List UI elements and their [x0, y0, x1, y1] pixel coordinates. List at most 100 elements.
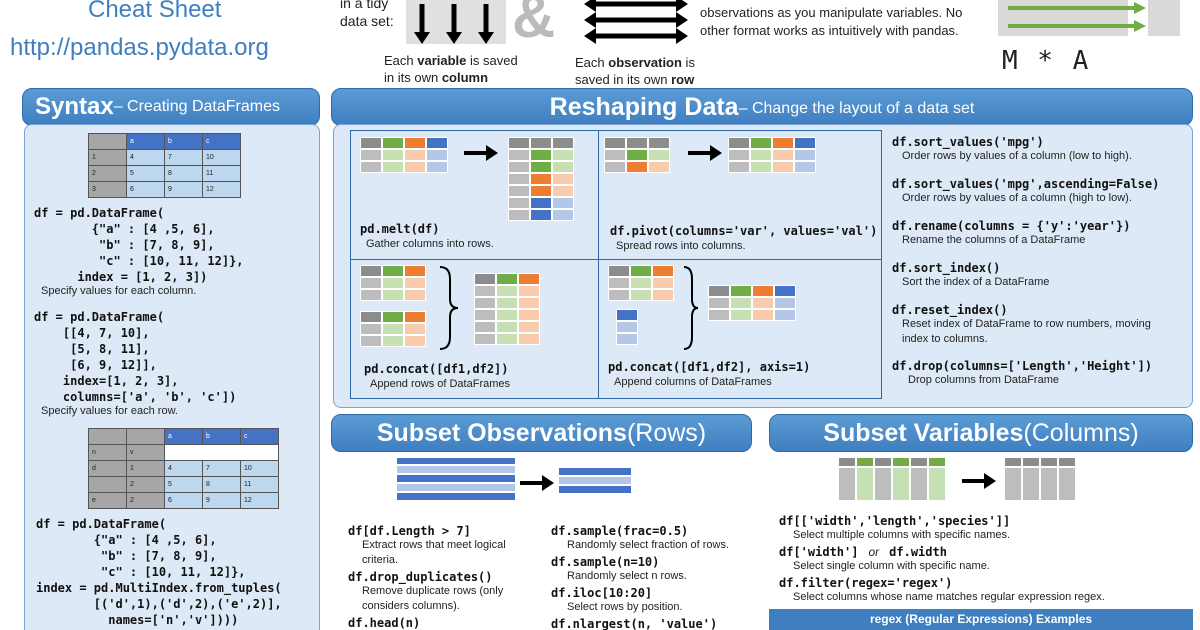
method-code: df.sort_index() [892, 261, 1001, 275]
syntax-title: Syntax [35, 93, 114, 120]
method-code: df.sort_values('mpg',ascending=False) [892, 177, 1160, 191]
code-dataframe-multiindex: df = pd.DataFrame( {"a" : [4 ,5, 6], "b"… [36, 517, 282, 627]
observation-caption: Each observation is saved in its own row [575, 55, 695, 87]
right-arrow-icon [520, 475, 554, 491]
method-desc: Remove duplicate rows (only considers co… [362, 585, 504, 612]
table-cell: v [126, 444, 165, 461]
table-cell [88, 428, 127, 445]
table-header: a [164, 428, 203, 445]
table-cell: 6 [164, 492, 203, 509]
method-code: df.head(n) [348, 616, 421, 630]
method-desc: Reset index of DataFrame to row numbers,… [902, 318, 1151, 345]
table-cell: 11 [240, 476, 279, 493]
concat-rows-code: pd.concat([df1,df2]) [364, 362, 509, 376]
table-cell: d [88, 460, 127, 477]
method-item: df.sort_index()Sort the index of a DataF… [892, 261, 1188, 303]
method-code: df.iloc[10:20] [551, 586, 653, 600]
method-code: df.nlargest(n, 'value') [551, 617, 718, 630]
table-cell: 10 [202, 149, 241, 166]
table-cell: 12 [240, 492, 279, 509]
method-code: df.drop_duplicates() [348, 570, 493, 584]
code-dataframe-rows: df = pd.DataFrame( [[4, 7, 10], [5, 8, 1… [34, 310, 237, 404]
table-header: b [202, 428, 241, 445]
cheat-sheet-title: Cheat Sheet [88, 0, 222, 23]
melt-code: pd.melt(df) [360, 222, 440, 236]
method-code: df['width'] [779, 545, 859, 559]
reshaping-header: Reshaping Data – Change the layout of a … [331, 88, 1193, 126]
tidy-text: in a tidy data set: [340, 0, 394, 29]
code-dataframe-columns: df = pd.DataFrame( {"a" : [4 ,5, 6], "b"… [34, 206, 244, 284]
brace-icon [439, 266, 459, 350]
concat-rows-graphic [360, 265, 590, 355]
method-desc: Select multiple columns with specific na… [793, 529, 1011, 541]
table-cell: 8 [164, 165, 203, 182]
table-cell: 2 [88, 165, 127, 182]
table-cell: 11 [202, 165, 241, 182]
variable-caption: Each variable is saved in its own column [384, 53, 518, 85]
method-code: df.width [889, 545, 947, 559]
table-cell [126, 428, 165, 445]
table-cell: 10 [240, 460, 279, 477]
pivot-graphic [604, 137, 834, 221]
syntax-subtitle: – Creating DataFrames [113, 98, 280, 115]
method-item: df.rename(columns = {'y':'year'})Rename … [892, 219, 1188, 261]
subset-cols-subtitle: (Columns) [1023, 418, 1139, 447]
melt-desc: Gather columns into rows. [366, 238, 494, 250]
method-desc: Sort the index of a DataFrame [902, 276, 1050, 288]
single-column-row: df['width'] or df.width [779, 545, 1189, 559]
concat-cols-code: pd.concat([df1,df2], axis=1) [608, 360, 811, 374]
right-arrow-icon [688, 145, 722, 161]
table-cell: 3 [88, 181, 127, 198]
method-item: df.sort_values('mpg')Order rows by value… [892, 135, 1188, 177]
row-arrows-icon [584, 0, 688, 44]
regex-examples-bar: regex (Regular Expressions) Examples [769, 609, 1193, 630]
pivot-desc: Spread rows into columns. [616, 240, 746, 252]
tidy-description: observations as you manipulate variables… [700, 5, 963, 38]
desc-dataframe-columns: Specify values for each column. [41, 285, 197, 297]
subset-rows-left: df[df.Length > 7] Extract rows that meet… [348, 524, 548, 630]
method-code: df.drop(columns=['Length','Height']) [892, 359, 1153, 373]
method-desc: Select rows by position. [567, 601, 683, 613]
method-code: df.sample(frac=0.5) [551, 524, 689, 538]
subset-cols-list: df[['width','length','species']] Select … [779, 514, 1189, 605]
subset-rows-subtitle: (Rows) [626, 418, 707, 447]
subset-rows-graphic [396, 457, 636, 509]
or-label: or [868, 545, 880, 559]
table-cell: 5 [164, 476, 203, 493]
syntax-panel [24, 124, 320, 630]
subset-cols-graphic [838, 457, 1088, 509]
method-code: df.filter(regex='regex') [779, 576, 953, 590]
concat-cols-desc: Append columns of DataFrames [614, 376, 772, 388]
concat-rows-desc: Append rows of DataFrames [370, 378, 511, 390]
table-cell: 2 [126, 476, 165, 493]
method-desc: Randomly select fraction of rows. [567, 539, 730, 551]
table-cell: n [88, 444, 127, 461]
table-cell: 9 [202, 492, 241, 509]
reshaping-title: Reshaping Data [549, 92, 739, 121]
right-arrow-icon [962, 473, 996, 489]
method-code: df.sample(n=10) [551, 555, 660, 569]
subset-rows-header: Subset Observations (Rows) [331, 414, 752, 452]
method-desc: Order rows by values of a column (low to… [902, 150, 1132, 162]
table-cell: 7 [164, 149, 203, 166]
table-cell [88, 133, 127, 150]
table-cell: 7 [202, 460, 241, 477]
table-cell: 5 [126, 165, 165, 182]
vectorized-ops-icon [998, 0, 1180, 36]
table-cell [164, 444, 279, 461]
table-cell [88, 476, 127, 493]
method-code: df.rename(columns = {'y':'year'}) [892, 219, 1131, 233]
table-header: c [202, 133, 241, 150]
table-cell: 1 [126, 460, 165, 477]
table-header: a [126, 133, 165, 150]
subset-rows-title: Subset Observations [376, 418, 627, 447]
table-cell: e [88, 492, 127, 509]
method-code: df[df.Length > 7] [348, 524, 471, 538]
method-desc: Select columns whose name matches regula… [793, 591, 1105, 603]
table-cell: 2 [126, 492, 165, 509]
table-cell: 4 [126, 149, 165, 166]
syntax-header: Syntax – Creating DataFrames [22, 88, 320, 126]
right-arrow-icon [464, 145, 498, 161]
